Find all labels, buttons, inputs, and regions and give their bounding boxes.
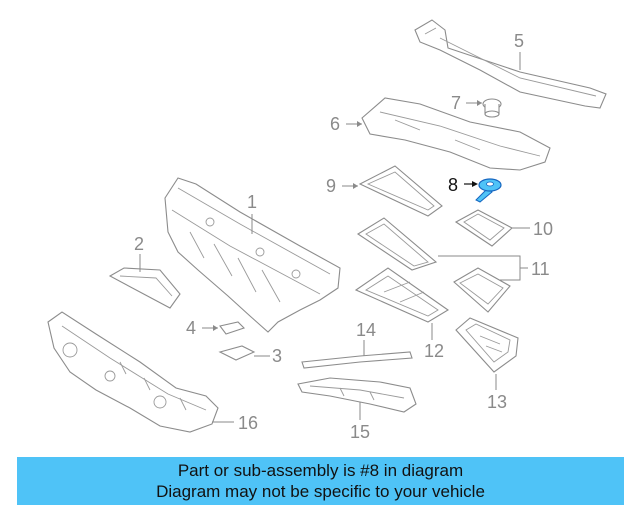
- callout-6: 6: [330, 114, 340, 134]
- part-11-cover-left[interactable]: [356, 217, 438, 271]
- part-11-cover-right[interactable]: [453, 267, 511, 313]
- part-15-bracket[interactable]: [297, 377, 417, 413]
- callout-14: 14: [356, 320, 376, 340]
- callout-7: 7: [451, 93, 461, 113]
- callout-9: 9: [326, 176, 336, 196]
- callout-3: 3: [272, 346, 282, 366]
- callout-5: 5: [514, 31, 524, 51]
- part-4-pad[interactable]: [219, 321, 246, 335]
- banner-line-1: Part or sub-assembly is #8 in diagram: [177, 461, 464, 480]
- part-10-panel[interactable]: [454, 209, 513, 247]
- part-8-grommet[interactable]: [475, 178, 502, 203]
- callout-15: 15: [350, 422, 370, 442]
- callout-8: 8: [448, 175, 458, 195]
- callout-13: 13: [487, 392, 507, 412]
- part-2-bracket[interactable]: [108, 267, 181, 309]
- part-9-filter[interactable]: [358, 165, 443, 217]
- callout-4: 4: [186, 318, 196, 338]
- banner-line-2: Diagram may not be specific to your vehi…: [156, 482, 485, 501]
- part-7-clip[interactable]: [482, 98, 502, 118]
- part-16-insulator[interactable]: [47, 311, 219, 433]
- part-6-cowl-cover[interactable]: [361, 97, 551, 171]
- callout-16: 16: [238, 413, 258, 433]
- callout-10: 10: [533, 219, 553, 239]
- callout-12: 12: [424, 341, 444, 361]
- part-3-seal[interactable]: [218, 345, 256, 361]
- callout-2: 2: [134, 234, 144, 254]
- info-banner: Part or sub-assembly is #8 in diagram Di…: [17, 457, 624, 505]
- part-1-dash-panel[interactable]: [164, 177, 341, 333]
- callout-1: 1: [247, 192, 257, 212]
- part-13-duct[interactable]: [455, 317, 519, 373]
- part-12-filter-housing[interactable]: [354, 267, 450, 323]
- parts-diagram: 5 7 6 8 9 10: [47, 19, 607, 442]
- part-5-cowl-panel[interactable]: [414, 19, 607, 109]
- part-14-trim-strip[interactable]: [301, 351, 413, 369]
- callout-11: 11: [531, 259, 550, 279]
